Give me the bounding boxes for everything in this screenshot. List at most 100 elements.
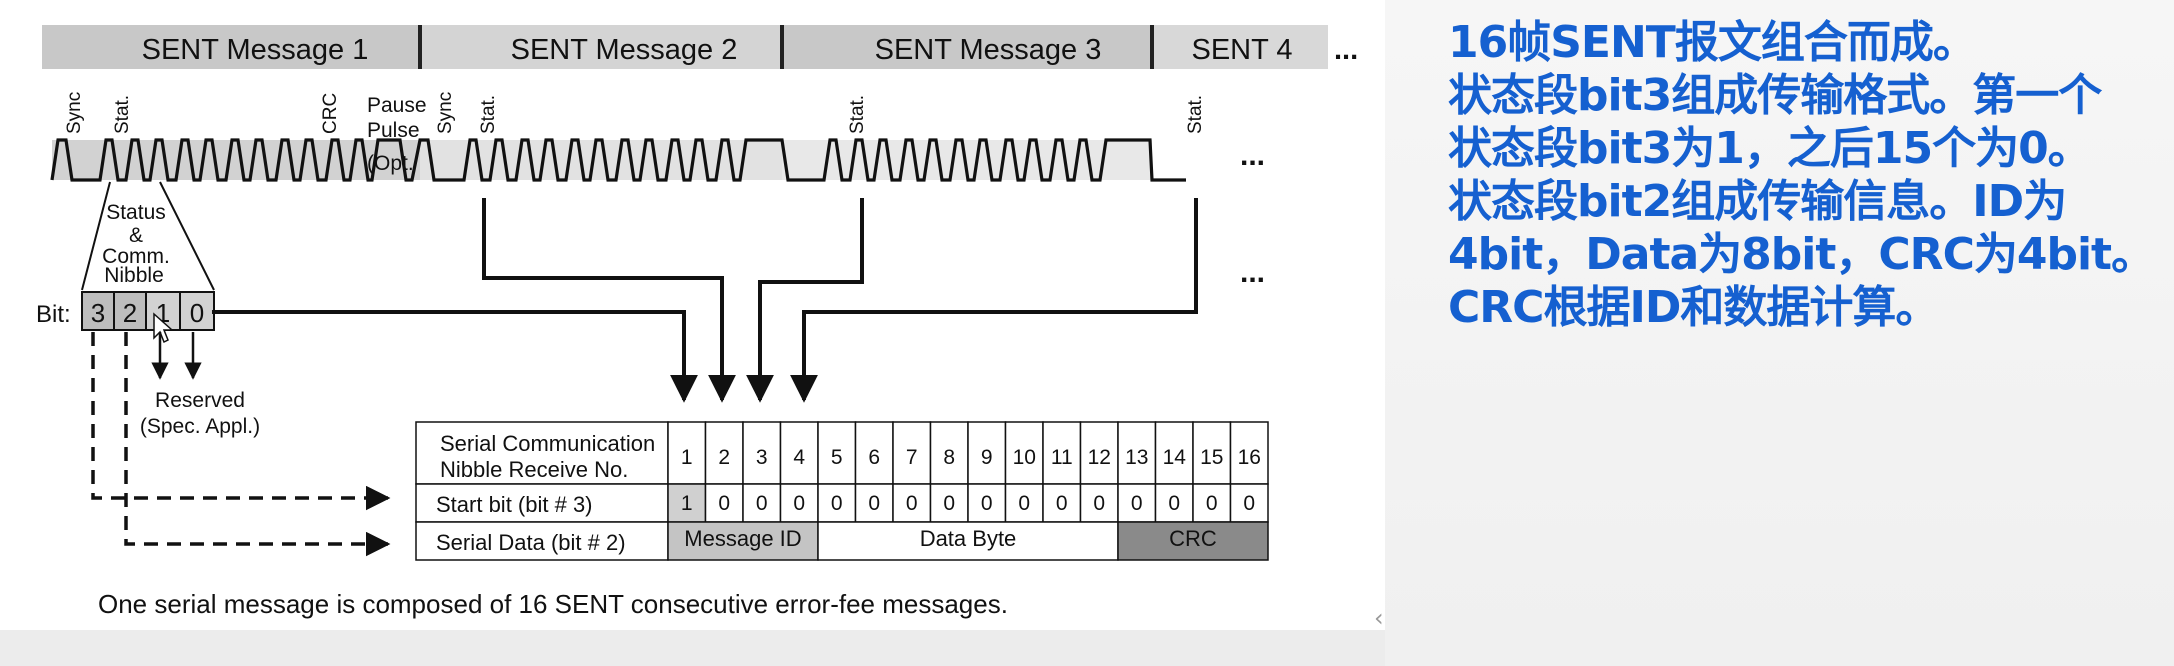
- msg3-route-arrow: [746, 198, 864, 403]
- panel-collapse-handle-icon[interactable]: ‹: [1374, 604, 1384, 632]
- start-bit-cell: [892, 483, 932, 523]
- nibble-number: 6: [868, 446, 880, 469]
- status-label-1: Status: [106, 201, 166, 224]
- stat-label: Stat.: [847, 95, 868, 134]
- note-line-3: 状态段bit3为1，之后15个为0。: [1448, 123, 2092, 174]
- sent-waveform: [50, 138, 1186, 182]
- start-bit-value: 0: [943, 492, 955, 515]
- nibble-number-cell: [704, 421, 744, 485]
- pause-label-line2: Pulse: [367, 119, 420, 142]
- stat-ellipsis: ...: [1240, 256, 1265, 289]
- nibble-number: 4: [793, 446, 805, 469]
- nibble-number: 9: [981, 446, 993, 469]
- message-2-label: SENT Message 2: [511, 34, 738, 66]
- start-bit-value: 0: [718, 492, 730, 515]
- waveform-ellipsis: ...: [1240, 139, 1265, 172]
- nibble-number-cell: [1117, 421, 1157, 485]
- table-header-line2: Nibble Receive No.: [440, 457, 628, 482]
- nibble-number: 8: [943, 446, 955, 469]
- nibble-number-cell: [929, 421, 969, 485]
- bit-3: 3: [91, 298, 105, 328]
- reserved-label-1: Reserved: [155, 389, 245, 412]
- status-label-2: &: [129, 224, 143, 247]
- nibble-number: 13: [1125, 446, 1148, 469]
- nibble-number-cell: [1079, 421, 1119, 485]
- start-bit-value: 0: [1206, 492, 1218, 515]
- sent-diagram: SENT Message 1 SENT Message 2 SENT Messa…: [36, 25, 1358, 619]
- pause-label-line1: Pause: [367, 94, 427, 117]
- crc-segment-label: CRC: [1169, 526, 1217, 551]
- nibble-number: 7: [906, 446, 918, 469]
- status-label-4: Nibble: [104, 264, 164, 287]
- nibble-number: 15: [1200, 446, 1223, 469]
- nibble-number: 5: [831, 446, 843, 469]
- nibble-number: 3: [756, 446, 768, 469]
- nibble-number-cell: [742, 421, 782, 485]
- row1-label-cell: [415, 483, 669, 523]
- start-bit-value: 0: [756, 492, 768, 515]
- data-byte-cell: [817, 521, 1119, 561]
- start-bit-cell: [704, 483, 744, 523]
- start-bit-value: 0: [1168, 492, 1180, 515]
- start-bit-cell: [817, 483, 857, 523]
- caption: One serial message is composed of 16 SEN…: [98, 589, 1008, 619]
- start-bit-cell: [667, 483, 707, 523]
- more-messages-ellipsis: ...: [1334, 34, 1358, 66]
- start-bit-value: 0: [1056, 492, 1068, 515]
- start-bit-value: 0: [868, 492, 880, 515]
- start-bit-value: 0: [1093, 492, 1105, 515]
- status-label-3: Comm.: [102, 245, 170, 268]
- pause-label-line3: (Opt.: [367, 152, 414, 175]
- stat-label: Stat.: [1185, 95, 1206, 134]
- reserved-label-2: (Spec. Appl.): [140, 415, 260, 438]
- message-2-bg: [420, 25, 782, 69]
- nibble-number: 12: [1088, 446, 1111, 469]
- table-header-line1: Serial Communication: [440, 431, 655, 456]
- nibble-number: 14: [1163, 446, 1187, 469]
- nibble-expand-line: [81, 181, 111, 291]
- nibble-number: 2: [718, 446, 730, 469]
- bit-0: 0: [190, 298, 204, 328]
- note-line-2: 状态段bit3组成传输格式。第一个: [1448, 70, 2102, 121]
- row2-label: Serial Data (bit # 2): [436, 530, 626, 555]
- bit-label: Bit:: [36, 301, 71, 328]
- note-line-1: 16帧SENT报文组合而成。: [1448, 17, 1977, 68]
- start-bit-cell: [1229, 483, 1269, 523]
- start-bit-value: 0: [981, 492, 993, 515]
- nibble-number-cell: [1192, 421, 1232, 485]
- bit3-route-arrow: [91, 332, 391, 511]
- message-4-bg: [1152, 25, 1328, 69]
- bit2-route-arrow: [124, 332, 391, 557]
- message-3-label: SENT Message 3: [875, 34, 1102, 66]
- message-1-label: SENT Message 1: [142, 34, 369, 66]
- start-bit-value: 0: [1243, 492, 1255, 515]
- note-line-5: 4bit，Data为8bit，CRC为4bit。: [1448, 229, 2155, 280]
- start-bit-value: 0: [793, 492, 805, 515]
- bit-boxes: [81, 291, 215, 331]
- start-bit-value: 0: [906, 492, 918, 515]
- stat-label: Stat.: [112, 95, 133, 134]
- message-4-label: SENT 4: [1191, 34, 1292, 66]
- bottom-strip: [0, 630, 1385, 666]
- start-bit-value: 0: [831, 492, 843, 515]
- msg2-route-arrow: [482, 198, 736, 403]
- row1-label: Start bit (bit # 3): [436, 492, 593, 517]
- crc-label: CRC: [320, 93, 341, 134]
- mouse-cursor-icon: [153, 312, 174, 344]
- start-bit-cell: [1042, 483, 1082, 523]
- bit-2: 2: [123, 298, 137, 328]
- nibble-number: 16: [1238, 446, 1261, 469]
- note-line-6: CRC根据ID和数据计算。: [1448, 282, 1939, 333]
- note-line-4: 状态段bit2组成传输信息。ID为: [1448, 176, 2067, 227]
- start-bit-cell: [967, 483, 1007, 523]
- notes-panel-background: [1385, 0, 2174, 666]
- table-header-cell: [415, 421, 669, 485]
- serial-data-table: [415, 421, 1269, 561]
- msg4-route-arrow: [790, 198, 1198, 403]
- sync-label: Sync: [435, 92, 456, 134]
- nibble-expand-line: [159, 181, 215, 291]
- sync-label: Sync: [64, 92, 85, 134]
- crc-cell: [1117, 521, 1269, 561]
- stat-label: Stat.: [478, 95, 499, 134]
- nibble-number: 11: [1051, 446, 1073, 469]
